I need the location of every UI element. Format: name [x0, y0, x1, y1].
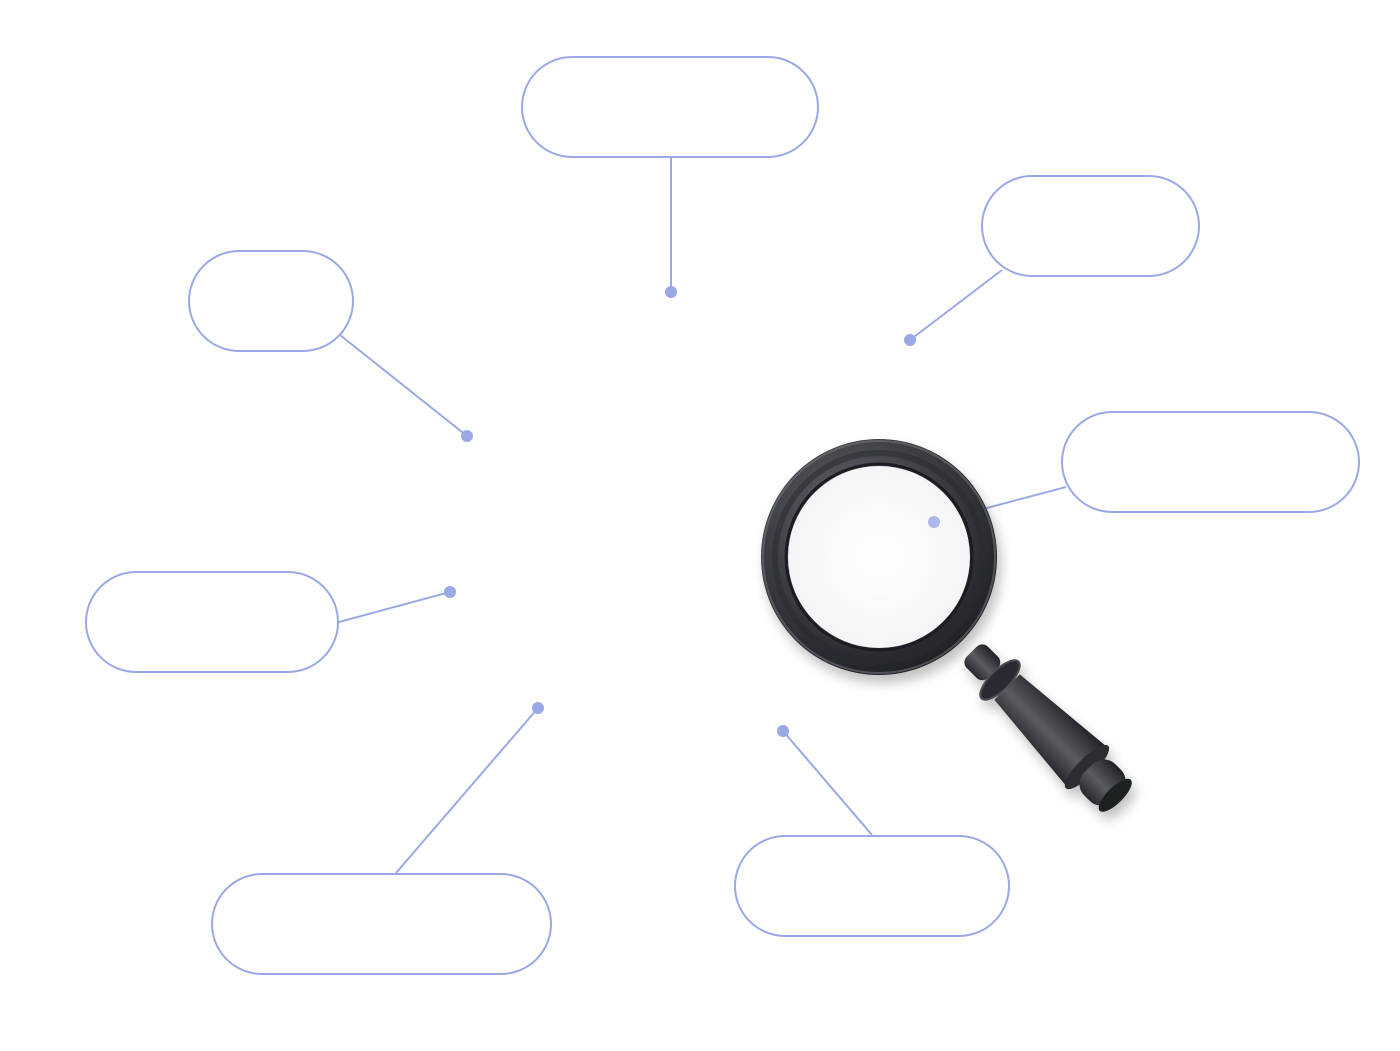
callout-left-upper	[188, 250, 354, 352]
dot-left-lower	[444, 586, 456, 598]
connector-lines	[338, 158, 1067, 874]
dot-bottom-right	[777, 725, 789, 737]
magnifying-glass-icon	[761, 439, 1132, 812]
dot-top-right	[904, 334, 916, 346]
dot-right	[928, 516, 940, 528]
dot-bottom-left	[532, 702, 544, 714]
connector-bottom-left	[395, 707, 539, 874]
connector-left-lower	[338, 591, 451, 623]
callout-top-right	[981, 175, 1200, 277]
callout-top	[521, 56, 819, 158]
dot-top	[665, 286, 677, 298]
callout-left-lower	[85, 571, 339, 673]
callout-bottom-right	[734, 835, 1010, 937]
callout-right	[1061, 411, 1360, 513]
connector-left-upper	[339, 334, 468, 437]
connector-dots	[444, 286, 916, 737]
callout-bottom-left	[211, 873, 552, 975]
connector-bottom-right	[782, 730, 873, 836]
connector-top-right	[909, 269, 1003, 341]
dot-left-upper	[461, 430, 473, 442]
